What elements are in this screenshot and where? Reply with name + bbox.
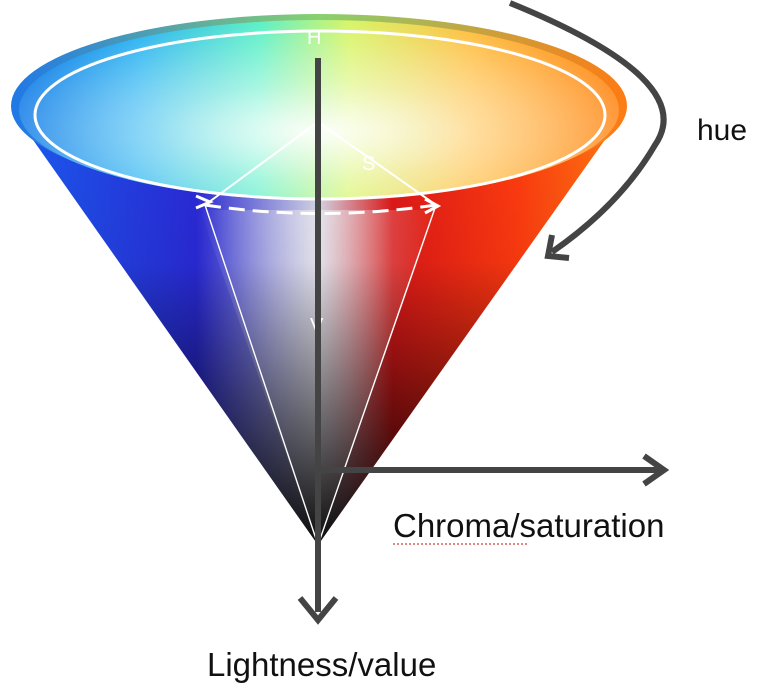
chroma-axis-arrow [318, 453, 670, 487]
h-marker-label: H [307, 27, 321, 49]
lightness-label: Lightness/value [207, 646, 436, 683]
chroma-label: Chroma/saturation [393, 507, 664, 544]
hue-rotation-arrow [508, 0, 667, 261]
hue-label: hue [697, 114, 747, 147]
s-marker-label: S [362, 153, 375, 175]
lightness-axis-arrow [297, 58, 339, 625]
saturation-guides [204, 121, 437, 546]
